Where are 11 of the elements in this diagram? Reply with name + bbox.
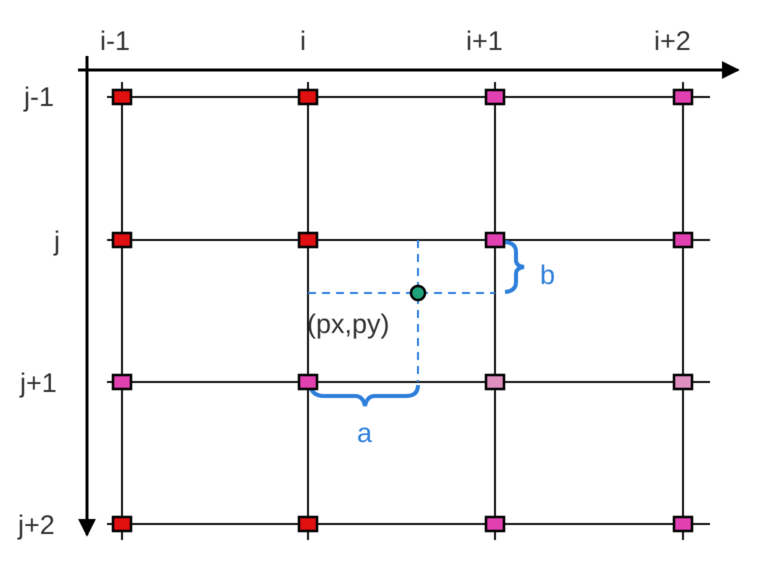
- axis-label: j+1: [20, 370, 57, 397]
- axis-label: i-1: [100, 28, 130, 55]
- axis-label: j: [54, 228, 60, 255]
- point-dot: [410, 284, 426, 302]
- axis-label: j+2: [18, 512, 55, 539]
- axis-label: i+2: [654, 28, 691, 55]
- dimension-label: a: [357, 420, 372, 447]
- axis-label: i+1: [466, 28, 503, 55]
- axis-label: j-1: [24, 84, 54, 111]
- dimension-label: b: [540, 262, 556, 289]
- axis-label: i: [300, 28, 306, 55]
